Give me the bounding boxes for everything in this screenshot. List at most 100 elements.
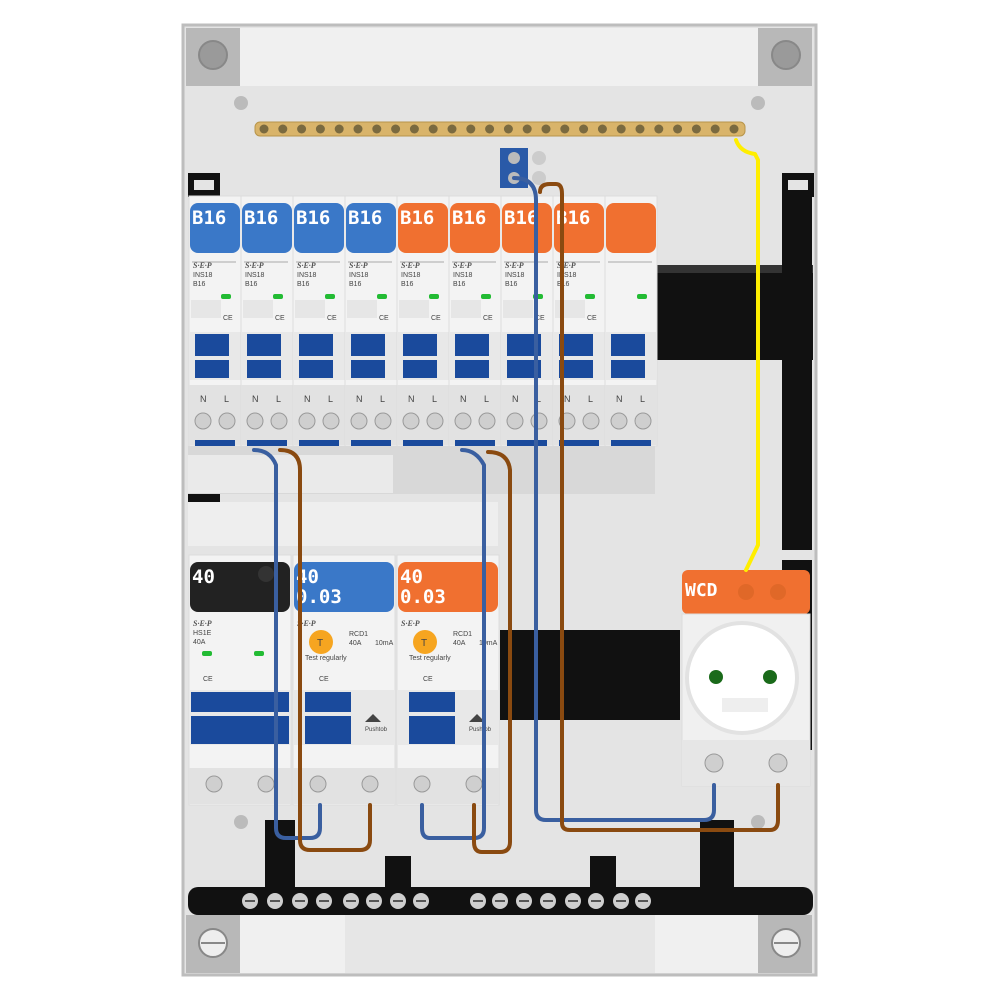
ce-mark: CE (423, 676, 433, 683)
main-switch-handle (191, 692, 289, 744)
earth-bar-hole (673, 124, 683, 134)
brand-text: S·E·P (557, 261, 576, 270)
terminal-zone (293, 385, 345, 445)
earth-bar-hole (372, 124, 382, 134)
wire-blue-socket (512, 176, 716, 822)
breaker-model: INS18 (349, 272, 369, 279)
rail-slot-left-inner (194, 180, 214, 190)
terminal-screw (516, 893, 532, 909)
breaker-rating: B16 (505, 281, 518, 288)
ce-mark: CE (535, 315, 545, 322)
din-rail-top-edge (655, 265, 813, 273)
rail-clip (247, 440, 287, 446)
earth-bar-hole (579, 124, 589, 134)
handle-gap (299, 356, 333, 360)
terminal-screw-n (402, 412, 420, 430)
status-indicator (377, 294, 387, 299)
ce-mark: CE (431, 315, 441, 322)
breaker-label: B16 (556, 207, 590, 229)
earth-bar-hole (409, 124, 419, 134)
brand-text: S·E·P (193, 619, 212, 628)
terminal-letter-n: N (512, 394, 519, 404)
spec-block (191, 300, 221, 318)
rail-slot-right-inner (788, 180, 808, 190)
breaker-label-cap (554, 203, 604, 253)
rcd-cap (294, 562, 394, 612)
brand-text: S·E·P (401, 261, 420, 270)
terminal-zone (501, 385, 553, 445)
rail-clip (559, 440, 599, 446)
earth-bar-hole (334, 124, 344, 134)
rail-clip (611, 440, 651, 446)
mount-hole (234, 96, 248, 110)
handle-gap (455, 356, 489, 360)
rcd-handle (409, 692, 455, 744)
terminal-screw-l (322, 412, 340, 430)
handle-gap (247, 356, 281, 360)
terminal-letter-l: L (484, 394, 489, 404)
terminal-zone (345, 385, 397, 445)
handle-gap (305, 712, 351, 716)
rcd-handle (305, 692, 351, 744)
earth-bar-hole (710, 124, 720, 134)
handle-gap (195, 356, 229, 360)
earth-bar-hole (560, 124, 570, 134)
din-socket-wcd: WCD (681, 570, 811, 787)
earth-bar-hole (635, 124, 645, 134)
breaker-label-cap (502, 203, 552, 253)
socket-label: WCD (685, 580, 718, 601)
corner-screw-bottom-right (758, 915, 812, 973)
status-indicator (481, 294, 491, 299)
status-indicator (202, 651, 212, 656)
terminal-letter-n: N (616, 394, 623, 404)
terminal-screw-l (270, 412, 288, 430)
terminal-screw-n (610, 412, 628, 430)
terminal-screw (257, 775, 275, 793)
wire-blue-rcd2 (420, 448, 486, 840)
terminal-letter-n: N (564, 394, 571, 404)
ce-mark: CE (483, 315, 493, 322)
status-indicator (429, 294, 439, 299)
terminal-screw (361, 775, 379, 793)
handle-gap (559, 356, 593, 360)
breaker-model: INS18 (297, 272, 317, 279)
earth-bar-hole (654, 124, 664, 134)
rcd-test-note: Test regularly (305, 655, 347, 662)
spec-block (503, 300, 533, 318)
earth-wire-yellow (734, 138, 760, 572)
handle-gap (403, 356, 437, 360)
terminal-screw (470, 893, 486, 909)
mount-hole (751, 96, 765, 110)
earth-bar-hole (428, 124, 438, 134)
terminal-letter-n: N (252, 394, 259, 404)
rcd-sensitivity: 10mA (479, 640, 498, 647)
breaker-label-cap (450, 203, 500, 253)
terminal-letter-l: L (328, 394, 333, 404)
breaker-label-cap (606, 203, 656, 253)
terminal-zone (605, 385, 657, 445)
terminal-screw (205, 775, 223, 793)
earth-busbar (254, 121, 746, 137)
rcd-model: RCD1 (349, 631, 368, 638)
earth-bar-hole (391, 124, 401, 134)
test-button-letter: T (317, 638, 323, 649)
middle-blank (188, 502, 498, 546)
rcd-cap (398, 562, 498, 612)
main-switch-rating: 40A (193, 639, 206, 646)
terminal-letter-n: N (460, 394, 467, 404)
wiring (252, 138, 780, 854)
earth-bar-hole (278, 124, 288, 134)
terminal-screw (267, 893, 283, 909)
test-button (413, 630, 437, 654)
terminal-screw-n (298, 412, 316, 430)
main-switch-label: 40 (192, 566, 215, 588)
mount-hole (751, 815, 765, 829)
earth-bar-hole (353, 124, 363, 134)
status-indicator (273, 294, 283, 299)
breaker-model: INS18 (505, 272, 525, 279)
status-indicator (325, 294, 335, 299)
rcd-push-text: Pushtob (365, 727, 388, 733)
